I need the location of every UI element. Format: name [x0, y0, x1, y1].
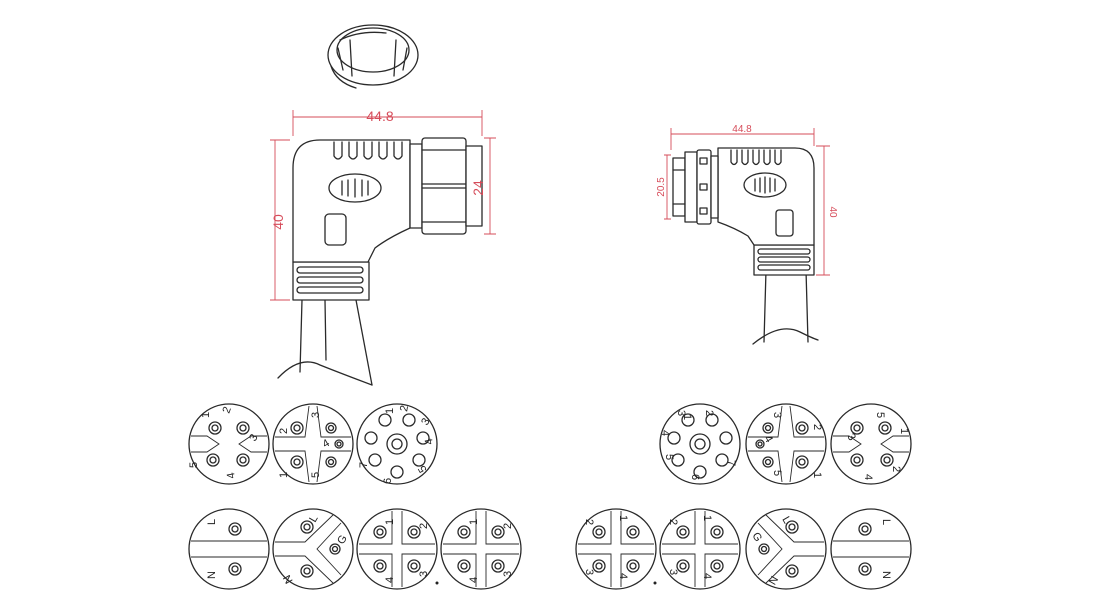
dimension-left-nut: 24 — [470, 180, 486, 196]
face-5pin-d: 1 2 3 4 5 — [830, 403, 912, 485]
face-4pin-c: 1 2 3 4 — [575, 508, 657, 590]
pin-label: 2 — [811, 424, 823, 430]
pin-label: 2 — [418, 523, 430, 529]
dimension-right-height: 40 — [827, 206, 838, 218]
face-3pin-a: L G N — [272, 508, 354, 590]
pin-label: L — [779, 515, 792, 526]
pin-label: N — [206, 571, 218, 579]
pin-label: 6 — [689, 474, 701, 480]
pin-label: 2 — [278, 428, 290, 434]
pin-label: 2 — [221, 405, 234, 415]
pin-label: 1 — [468, 519, 480, 525]
pin-label: L — [206, 519, 218, 525]
pin-label: G — [749, 531, 764, 544]
pin-label: 1 — [617, 515, 629, 521]
pin-label: 4 — [617, 573, 629, 579]
pin-label: 4 — [701, 573, 713, 579]
marker-dot — [435, 581, 439, 585]
pin-label: 5 — [771, 470, 783, 476]
pin-label: 4 — [384, 577, 396, 583]
pin-label: L — [880, 519, 892, 525]
face-4pin-d: 1 2 3 4 — [659, 508, 741, 590]
pin-label: 2 — [667, 519, 679, 525]
pin-label: 3 — [502, 571, 514, 577]
pin-label: 1 — [384, 519, 396, 525]
face-7pin-b: 1 2 3 4 5 6 7 — [659, 403, 741, 485]
pin-label: 2 — [890, 466, 902, 472]
face-5pin-a: 1 2 3 4 5 — [188, 403, 270, 485]
left-connector — [270, 24, 496, 386]
pin-label: 5 — [663, 454, 675, 460]
pin-label: 3 — [675, 410, 687, 416]
pin-label: 4 — [225, 471, 238, 479]
face-5pin-b: 3 4 5 1 2 — [272, 403, 354, 485]
grip-pad-right — [743, 172, 787, 198]
face-2pin-a: L N — [188, 508, 270, 590]
face-4pin-a: 1 2 3 4 — [356, 508, 438, 590]
face-4pin-b: 1 2 3 4 — [440, 508, 522, 590]
pin-label: 1 — [701, 515, 713, 521]
body-ribs-right — [730, 149, 782, 166]
pin-label: 3 — [418, 571, 430, 577]
grip-pad — [328, 173, 382, 203]
pin-label: 3 — [667, 569, 679, 575]
pin-label: 2 — [398, 404, 411, 412]
dimension-left-height: 40 — [270, 214, 286, 230]
pin-label: 3 — [247, 432, 260, 443]
cable — [277, 299, 373, 386]
right-connector — [664, 128, 830, 345]
body-ribs — [333, 141, 403, 160]
face-7pin-a: 1 2 3 4 5 6 7 — [356, 403, 438, 485]
pin-label: 1 — [278, 472, 290, 478]
face-5pin-c: 1 2 3 4 5 — [745, 403, 827, 485]
pin-label: 4 — [761, 434, 774, 445]
pin-label: N — [880, 571, 892, 579]
pin-label: 5 — [310, 472, 322, 478]
pin-label: 3 — [419, 416, 432, 427]
dimension-right-width: 44.8 — [732, 124, 752, 135]
pin-label: 3 — [771, 412, 783, 418]
pin-label: 5 — [416, 463, 429, 474]
pin-label: 7 — [358, 462, 370, 468]
pin-label: 4 — [862, 474, 874, 480]
strain-relief — [292, 261, 370, 301]
pin-label: L — [307, 513, 320, 524]
left-dimensions — [270, 110, 496, 301]
pin-label: 5 — [188, 462, 200, 468]
pin-label: 1 — [898, 428, 910, 434]
pin-label: 4 — [468, 577, 480, 583]
pin-label: 3 — [310, 412, 322, 418]
dimension-right-nut: 20.5 — [656, 177, 667, 197]
pin-label: 1 — [811, 472, 823, 478]
label-window-right — [775, 209, 794, 237]
face-2pin-b: L N — [830, 508, 912, 590]
pin-label: 4 — [321, 437, 332, 450]
marker-dot — [653, 581, 657, 585]
face-3pin-b: L G N — [745, 508, 827, 590]
coupling-ring — [327, 24, 419, 89]
pin-label: 4 — [659, 430, 671, 436]
pin-label: 3 — [844, 432, 857, 443]
pin-label: 2 — [502, 523, 514, 529]
pin-label: 7 — [725, 460, 737, 466]
pin-label: 5 — [874, 412, 886, 418]
cable-right — [752, 269, 819, 345]
pin-label: 2 — [583, 519, 595, 525]
pin-label: 2 — [703, 410, 715, 416]
pin-label: 1 — [681, 414, 693, 420]
right-dimensions — [664, 128, 830, 276]
pin-label: 4 — [423, 437, 436, 445]
coupling-nut-right — [672, 149, 719, 225]
dimension-left-width: 44.8 — [366, 108, 393, 124]
pin-label: 3 — [583, 569, 595, 575]
pin-label: 1 — [200, 412, 212, 418]
label-window — [324, 213, 347, 246]
pin-label: 6 — [382, 478, 394, 484]
coupling-nut — [409, 137, 483, 235]
strain-relief-right — [753, 244, 815, 276]
pin-label: 1 — [384, 408, 396, 414]
